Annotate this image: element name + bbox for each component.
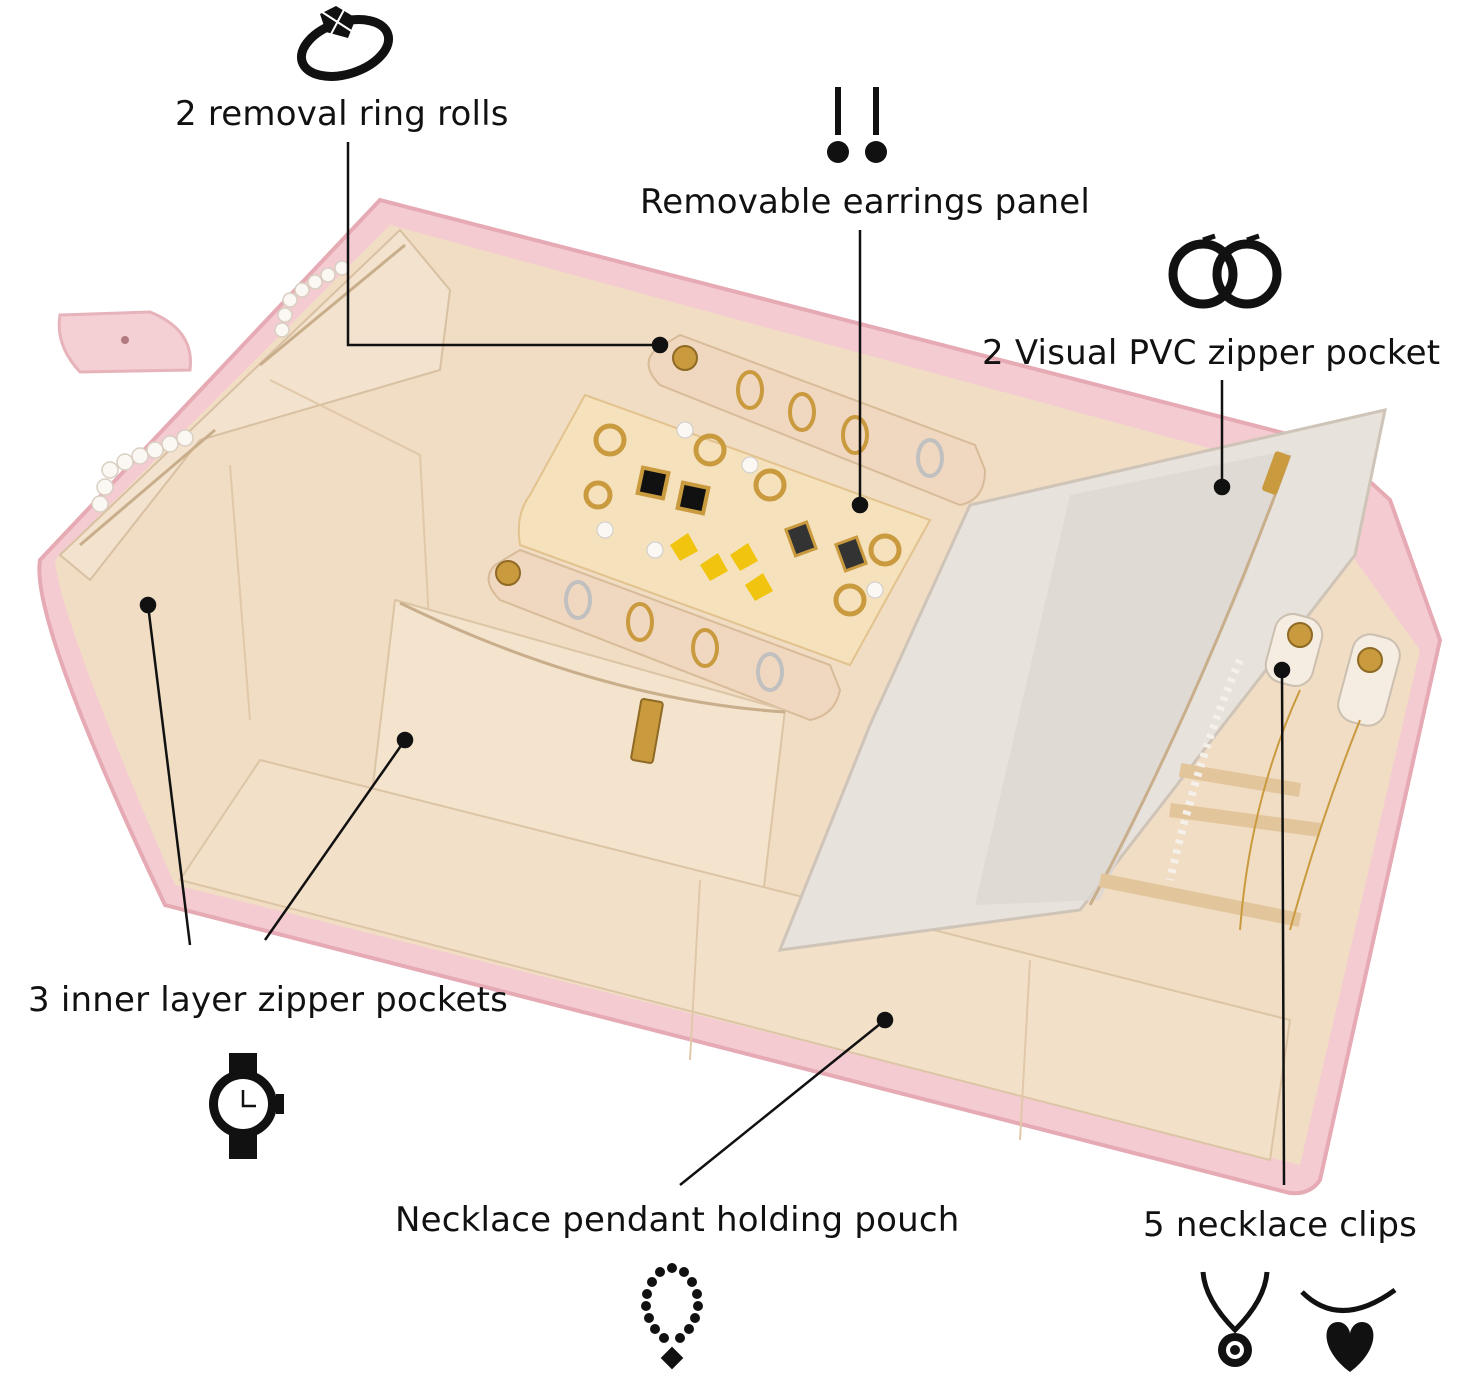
label-earrings-panel: Removable earrings panel [640, 182, 1090, 222]
lower-ring-roll [487, 548, 842, 722]
pearl-strand [91, 260, 350, 513]
earring-panel-board [517, 393, 932, 667]
label-pendant-pouch: Necklace pendant holding pouch [395, 1200, 960, 1240]
watch-icon [209, 1053, 284, 1159]
hoop-earrings-icon [1168, 233, 1282, 309]
bottom-pocket [178, 758, 1292, 1162]
ring-icon [296, 5, 394, 81]
label-ring-rolls: 2 removal ring rolls [175, 94, 509, 134]
label-pvc-pocket: 2 Visual PVC zipper pocket [982, 333, 1441, 373]
left-zipper-panel [58, 228, 452, 582]
necklace-clips [1098, 613, 1401, 931]
upper-ring-roll [647, 333, 987, 507]
earring-studs [583, 421, 902, 617]
earrings-icon [827, 87, 887, 163]
pendant-necklace-icon [1200, 1271, 1270, 1367]
beaded-necklace-icon [641, 1263, 703, 1370]
heart-necklace-icon [1300, 1287, 1397, 1372]
label-necklace-clips: 5 necklace clips [1143, 1205, 1418, 1245]
callout-lines [139, 142, 1291, 1186]
label-inner-pockets: 3 inner layer zipper pockets [28, 980, 509, 1020]
